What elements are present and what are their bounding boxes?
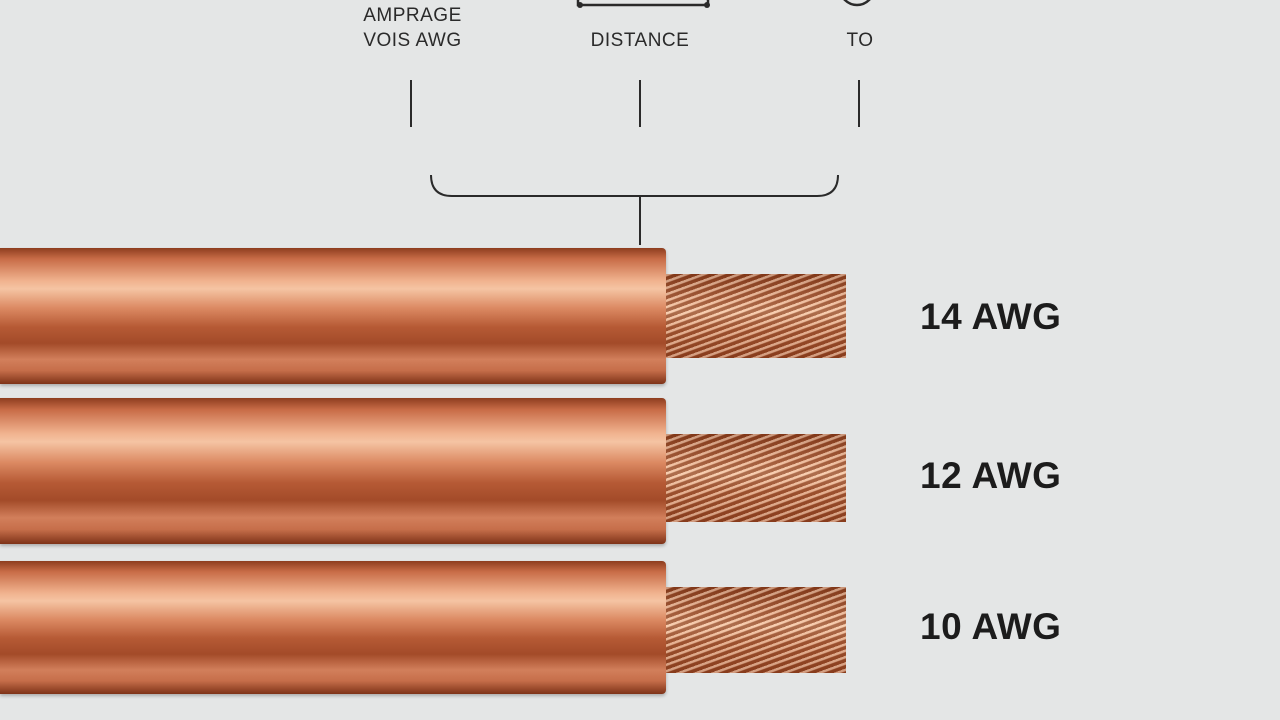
gauge-label-10: 10 AWG xyxy=(920,606,1062,647)
bracket xyxy=(430,174,839,197)
distance-box xyxy=(576,0,710,7)
distance-header: DISTANCE xyxy=(590,30,690,51)
distance-box-dot-left xyxy=(577,2,583,8)
stranded-conductor xyxy=(666,587,846,673)
gauge-label-14: 14 AWG xyxy=(920,296,1062,337)
amperage-header-line1: AMPRAGE xyxy=(363,5,462,26)
gauge-label-12: 12 AWG xyxy=(920,455,1062,496)
amperage-header: AMPRAGE VOIS AWG xyxy=(335,3,490,53)
wire-insulation xyxy=(0,398,666,544)
wire-insulation xyxy=(0,248,666,384)
to-circle-icon xyxy=(843,0,871,7)
wire-insulation xyxy=(0,561,666,694)
to-header: TO xyxy=(846,30,874,51)
stranded-conductor xyxy=(666,274,846,358)
amperage-header-line2: VOIS AWG xyxy=(363,30,462,51)
stranded-conductor xyxy=(666,434,846,522)
distance-box-dot-right xyxy=(704,2,710,8)
